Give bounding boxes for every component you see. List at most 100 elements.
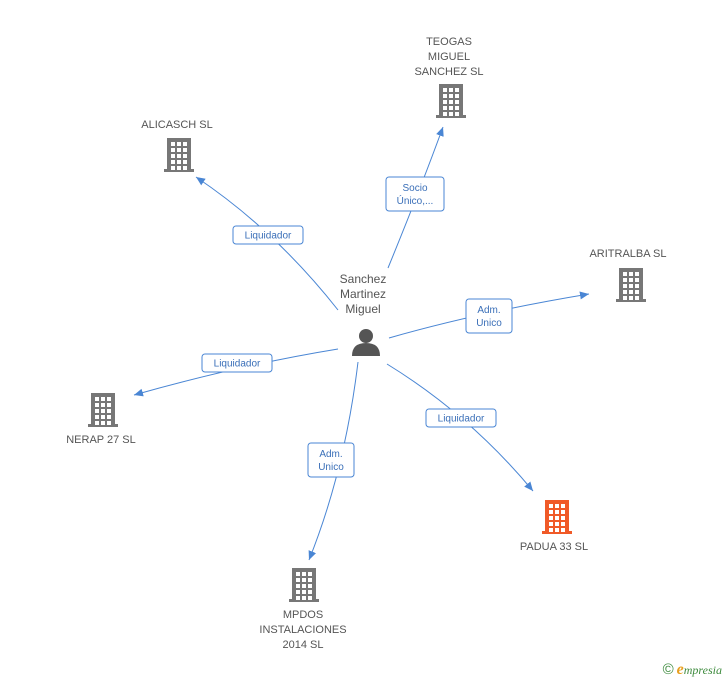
edge-label-text-line: Adm.	[477, 305, 500, 316]
building-window	[635, 290, 639, 294]
building-icon-teogas[interactable]	[436, 84, 466, 118]
edge-label-box	[201, 353, 273, 373]
building-window	[561, 516, 565, 520]
building-window	[629, 290, 633, 294]
building-window	[623, 272, 627, 276]
building-window	[555, 510, 559, 514]
building-icon-padua[interactable]	[542, 500, 572, 534]
company-label-alicasch-line: ALICASCH SL	[141, 119, 213, 131]
building-window	[629, 272, 633, 276]
building-window	[555, 504, 559, 508]
company-label-padua: PADUA 33 SL	[520, 541, 588, 553]
brand-name: mpresia	[683, 663, 722, 677]
edge-label-aritralba[interactable]: Adm. Unico	[465, 298, 513, 334]
company-label-teogas-line: SANCHEZ SL	[414, 66, 483, 78]
building-window	[549, 510, 553, 514]
building-window	[555, 516, 559, 520]
building-window	[308, 596, 312, 600]
building-window	[302, 584, 306, 588]
building-window	[629, 284, 633, 288]
edge-label-box	[385, 176, 445, 212]
edge-label-text-line: Socio	[402, 183, 427, 194]
edge-label-box	[232, 225, 304, 245]
building-window	[107, 403, 111, 407]
edge-label-box	[425, 408, 497, 428]
building-window	[107, 421, 111, 425]
building-window	[623, 278, 627, 282]
edge-label-nerap[interactable]: Liquidador	[201, 353, 273, 373]
building-window	[455, 112, 459, 116]
building-window	[561, 504, 565, 508]
building-window	[549, 528, 553, 532]
building-icon-alicasch[interactable]	[164, 138, 194, 172]
empresia-watermark: © empresia	[663, 661, 722, 679]
building-window	[95, 415, 99, 419]
building-window	[623, 290, 627, 294]
building-window	[635, 284, 639, 288]
building-window	[549, 504, 553, 508]
building-window	[455, 106, 459, 110]
edge-label-box	[465, 298, 513, 334]
edge-label-text-line: Liquidador	[214, 359, 261, 370]
building-window	[183, 142, 187, 146]
building-window	[183, 148, 187, 152]
building-icon-aritralba[interactable]	[616, 268, 646, 302]
building-window	[302, 578, 306, 582]
building-window	[449, 106, 453, 110]
building-window	[302, 572, 306, 576]
building-window	[171, 142, 175, 146]
building-window	[296, 572, 300, 576]
edge-label-text: Adm. Unico	[476, 305, 502, 329]
building-window	[296, 590, 300, 594]
building-icon-mpdos[interactable]	[289, 568, 319, 602]
building-window	[183, 160, 187, 164]
company-label-mpdos-line: INSTALACIONES	[259, 624, 346, 636]
person-head	[359, 329, 373, 343]
building-window	[101, 397, 105, 401]
building-window	[177, 166, 181, 170]
building-window	[635, 278, 639, 282]
edge-label-box	[307, 442, 355, 478]
building-window	[107, 397, 111, 401]
building-window	[449, 112, 453, 116]
building-window	[177, 160, 181, 164]
building-base	[616, 299, 646, 302]
building-window	[308, 578, 312, 582]
building-window	[561, 510, 565, 514]
building-window	[183, 154, 187, 158]
edge-label-text-line: Liquidador	[245, 231, 292, 242]
edge-label-padua[interactable]: Liquidador	[425, 408, 497, 428]
company-label-nerap-line: NERAP 27 SL	[66, 434, 136, 446]
edge-label-alicasch[interactable]: Liquidador	[232, 225, 304, 245]
building-window	[623, 296, 627, 300]
company-label-teogas-line: MIGUEL	[428, 51, 470, 63]
edge-label-mpdos[interactable]: Adm.Unico	[307, 442, 355, 478]
building-window	[549, 522, 553, 526]
building-window	[183, 166, 187, 170]
person-name-line: Miguel	[345, 302, 380, 316]
building-window	[449, 100, 453, 104]
building-window	[308, 584, 312, 588]
edge-label-text: Liquidador	[438, 414, 485, 425]
building-window	[455, 88, 459, 92]
building-window	[101, 403, 105, 407]
edge-label-text-line: Unico	[476, 318, 502, 329]
building-icon-nerap[interactable]	[88, 393, 118, 427]
building-window	[455, 100, 459, 104]
company-label-mpdos-line: MPDOS	[283, 609, 323, 621]
building-window	[171, 166, 175, 170]
person-icon[interactable]	[352, 329, 380, 356]
building-window	[177, 142, 181, 146]
building-base	[88, 424, 118, 427]
building-base	[164, 169, 194, 172]
building-window	[561, 528, 565, 532]
building-window	[443, 94, 447, 98]
company-label-alicasch: ALICASCH SL	[141, 119, 213, 131]
